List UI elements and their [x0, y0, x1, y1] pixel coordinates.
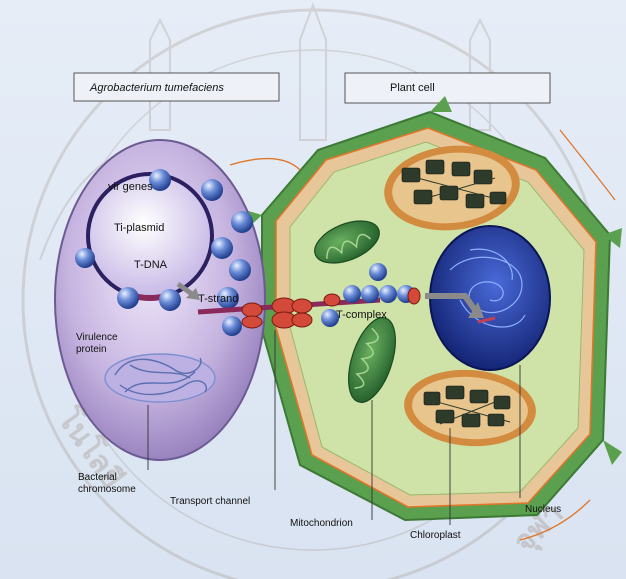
label-transport-channel: Transport channel	[170, 496, 250, 507]
header-bacterium: Agrobacterium tumefaciens	[74, 73, 279, 101]
label-ti-plasmid: Ti-plasmid	[114, 222, 164, 234]
label-virulence-line1: Virulence	[76, 332, 118, 343]
label-vir-genes: vir genes	[108, 181, 153, 193]
label-t-complex: T-complex	[336, 309, 387, 321]
label-bacterial-line2: chromosome	[78, 484, 136, 495]
header-plant: Plant cell	[345, 73, 550, 103]
label-bacterial-line1: Bacterial	[78, 472, 117, 483]
label-mitochondrion: Mitochondrion	[290, 518, 353, 529]
bacterial-chromosome	[105, 354, 215, 402]
header-plant-text: Plant cell	[390, 82, 435, 94]
header-bacterium-text: Agrobacterium tumefaciens	[89, 82, 224, 94]
label-nucleus: Nucleus	[525, 504, 561, 515]
label-t-strand: T-strand	[198, 293, 238, 305]
label-t-dna: T-DNA	[134, 259, 168, 271]
label-chloroplast: Chloroplast	[410, 530, 461, 541]
label-virulence-line2: protein	[76, 344, 107, 355]
